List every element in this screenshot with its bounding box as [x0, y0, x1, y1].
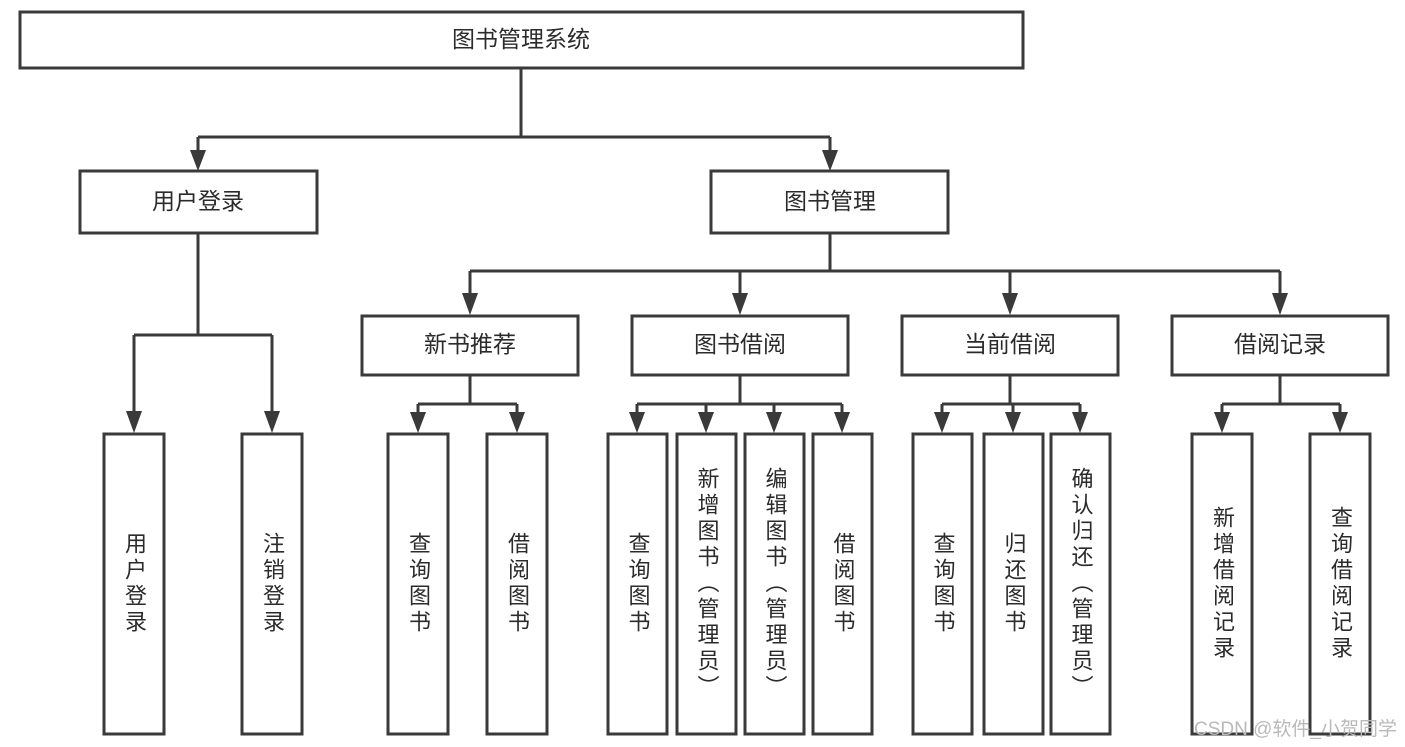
node-book-borrow-box[interactable] — [630, 314, 850, 377]
arrow-head-leaf-user-logout — [264, 411, 280, 433]
node-borrow-record-box[interactable] — [1170, 314, 1390, 377]
node-leaf-query-borrow-record-box[interactable] — [1308, 432, 1372, 736]
connector-group — [126, 68, 1348, 433]
node-leaf-query-book-current-box[interactable] — [911, 432, 974, 736]
node-new-book-recommend-box[interactable] — [360, 314, 580, 377]
arrow-head-leaf-borrow-book — [834, 412, 850, 433]
arrow-head-leaf-query-borrow-record — [1332, 412, 1348, 433]
arrow-head-leaf-edit-book — [766, 412, 782, 433]
node-book-manage[interactable]: 图书管理 — [709, 169, 950, 235]
node-leaf-user-logout-box[interactable] — [240, 432, 304, 736]
node-borrow-record[interactable]: 借阅记录 — [1170, 314, 1390, 377]
arrow-head-leaf-confirm-return — [1072, 412, 1088, 433]
arrow-head-book-borrow — [732, 293, 748, 315]
node-book-borrow-label: 图书借阅 — [694, 331, 786, 357]
arrow-head-leaf-query-book-recommend — [410, 412, 426, 433]
arrow-head-leaf-add-book — [698, 412, 714, 433]
node-user-login[interactable]: 用户登录 — [78, 169, 319, 235]
node-root-label: 图书管理系统 — [452, 26, 590, 52]
node-leaf-add-book-box[interactable] — [675, 432, 738, 736]
node-current-borrow[interactable]: 当前借阅 — [900, 314, 1120, 377]
node-leaf-return-book-box[interactable] — [982, 432, 1045, 736]
arrow-head-book-manage — [822, 150, 838, 171]
node-leaf-confirm-return-box[interactable] — [1049, 432, 1112, 736]
arrow-head-leaf-query-book-current — [934, 412, 950, 433]
arrow-head-borrow-record — [1272, 293, 1288, 315]
node-new-book-recommend-label: 新书推荐 — [424, 331, 516, 357]
arrow-head-leaf-return-book — [1005, 412, 1021, 433]
node-new-book-recommend[interactable]: 新书推荐 — [360, 314, 580, 377]
node-current-borrow-label: 当前借阅 — [964, 331, 1056, 357]
arrow-head-leaf-add-borrow-record — [1214, 412, 1230, 433]
arrow-head-current-borrow — [1002, 293, 1018, 315]
node-leaf-borrow-book-recommend-box[interactable] — [485, 432, 549, 736]
leaf-node-group — [102, 432, 1372, 736]
node-book-manage-box[interactable] — [709, 169, 950, 235]
node-leaf-borrow-book-box[interactable] — [811, 432, 874, 736]
node-user-login-label: 用户登录 — [152, 188, 244, 214]
arrow-head-leaf-user-login — [126, 411, 142, 433]
arrow-head-leaf-query-book-borrow — [629, 412, 645, 433]
arrow-head-new-book-recommend — [462, 293, 478, 315]
node-leaf-edit-book-box[interactable] — [743, 432, 806, 736]
node-user-login-box[interactable] — [78, 169, 319, 235]
node-root[interactable]: 图书管理系统 — [18, 10, 1025, 70]
node-book-borrow[interactable]: 图书借阅 — [630, 314, 850, 377]
node-leaf-user-login-box[interactable] — [102, 432, 166, 736]
node-current-borrow-box[interactable] — [900, 314, 1120, 377]
node-leaf-query-book-recommend-box[interactable] — [386, 432, 450, 736]
node-root-box[interactable] — [18, 10, 1025, 70]
node-leaf-add-borrow-record-box[interactable] — [1190, 432, 1254, 736]
arrow-head-leaf-borrow-book-recommend — [509, 412, 525, 433]
node-borrow-record-label: 借阅记录 — [1234, 331, 1326, 357]
arrow-head-user-login — [190, 150, 206, 171]
node-book-manage-label: 图书管理 — [784, 188, 876, 214]
node-leaf-query-book-borrow-box[interactable] — [606, 432, 669, 736]
